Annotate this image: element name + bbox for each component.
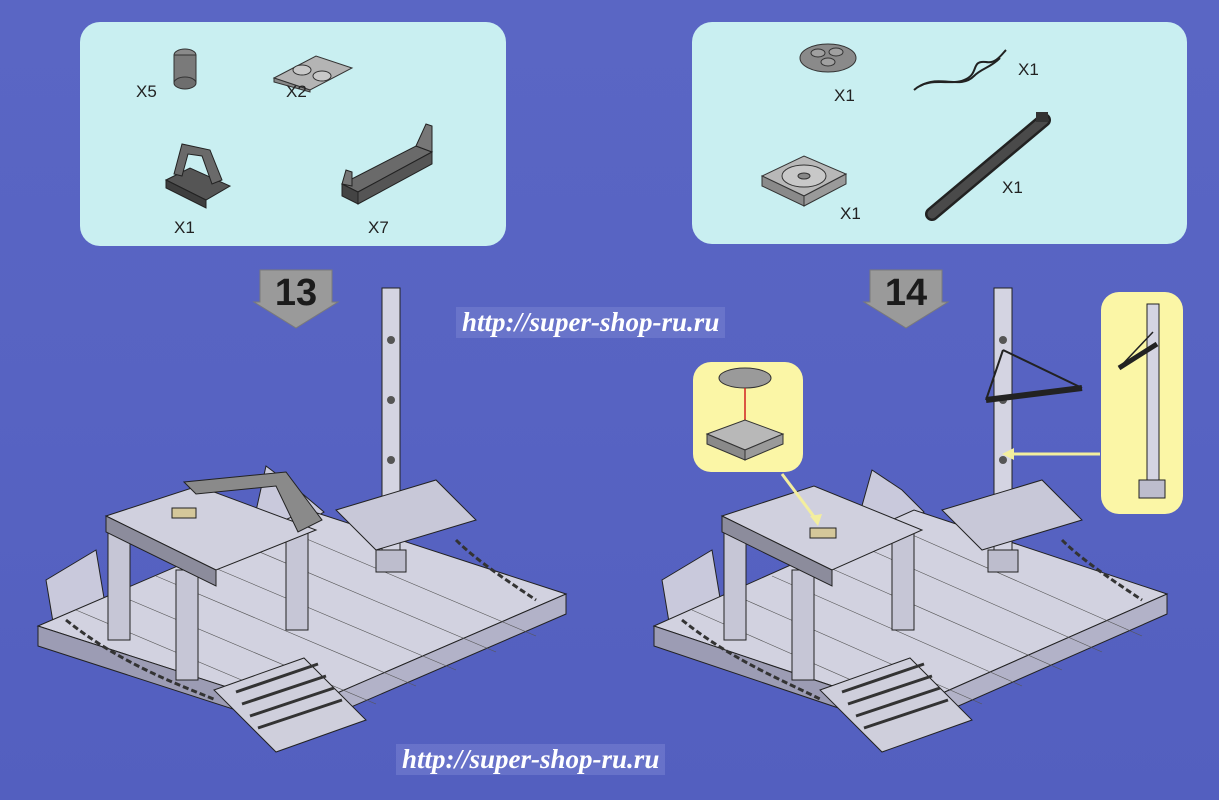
qty-turntable: X1 xyxy=(840,204,861,223)
step-14-arrow: 14 xyxy=(862,266,950,329)
parts-panel-step-13: X5 X2 X1 X7 xyxy=(80,22,506,246)
qty-mast-bar: X1 xyxy=(1002,178,1023,197)
watermark-bottom: http://super-shop-ru.ru xyxy=(396,744,666,775)
watermark-top: http://super-shop-ru.ru xyxy=(456,307,726,338)
qty-fence: X7 xyxy=(368,218,389,237)
step-14-model-illustration xyxy=(652,287,1169,753)
round-plate-part xyxy=(799,43,857,73)
qty-round-brick: X5 xyxy=(136,82,157,101)
plate-1x2-part xyxy=(272,55,354,93)
handle-plate-part xyxy=(164,143,232,209)
step-13-model-illustration xyxy=(36,287,568,753)
qty-string: X1 xyxy=(1018,60,1039,79)
parts-panel-step-14: X1 X1 X1 X1 xyxy=(692,22,1187,244)
turntable-part xyxy=(760,155,848,207)
round-brick-part xyxy=(173,48,197,90)
mast-bar-part xyxy=(925,112,1051,221)
string-part xyxy=(913,49,1007,91)
step-14-number: 14 xyxy=(884,272,928,314)
qty-plate-1x2: X2 xyxy=(286,82,307,101)
step-13-number: 13 xyxy=(274,272,318,314)
fence-part xyxy=(340,123,434,205)
callout-turntable-detail xyxy=(693,362,803,472)
callout-mast-detail xyxy=(1101,292,1183,514)
step-13-arrow: 13 xyxy=(252,266,340,329)
qty-round-plate: X1 xyxy=(834,86,855,105)
qty-handle-plate: X1 xyxy=(174,218,195,237)
